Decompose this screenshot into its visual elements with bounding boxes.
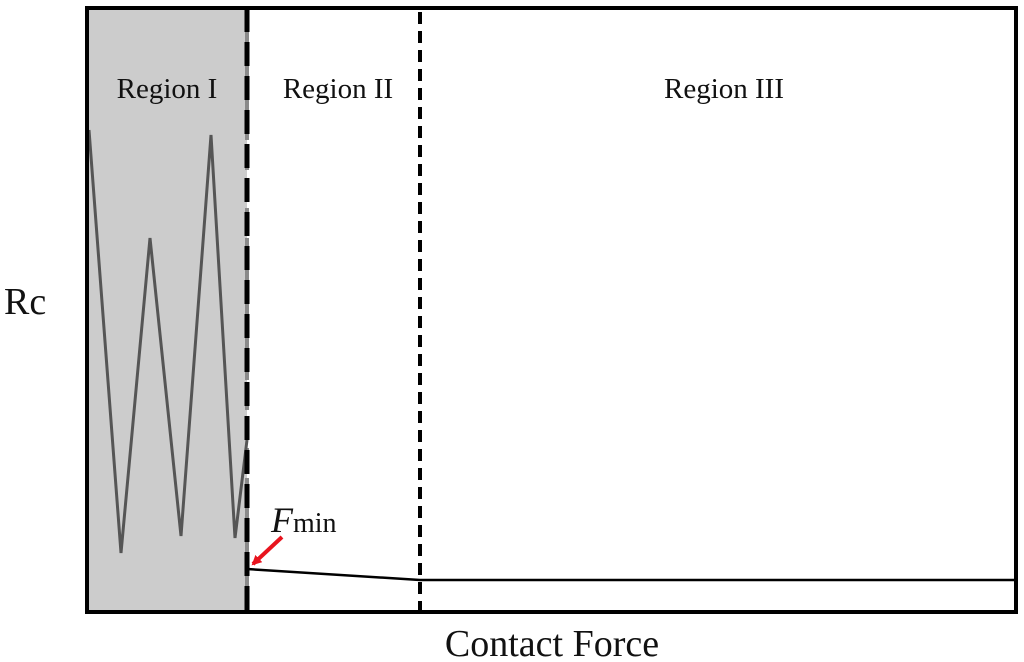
x-axis-label: Contact Force (445, 623, 659, 662)
plot-frame (85, 6, 1018, 614)
region-1-label: Region I (117, 73, 218, 105)
region-3-label: Region III (664, 73, 784, 105)
rc-fluctuation-trace (87, 129, 249, 554)
fmin-main: F (270, 500, 294, 540)
fmin-label: Fmin (270, 500, 337, 540)
fmin-sub: min (293, 508, 337, 539)
y-axis-label: Rc (4, 281, 46, 323)
fmin-arrow (251, 535, 284, 566)
rc-stable-line (246, 567, 1015, 582)
region-2-label: Region II (283, 73, 393, 105)
